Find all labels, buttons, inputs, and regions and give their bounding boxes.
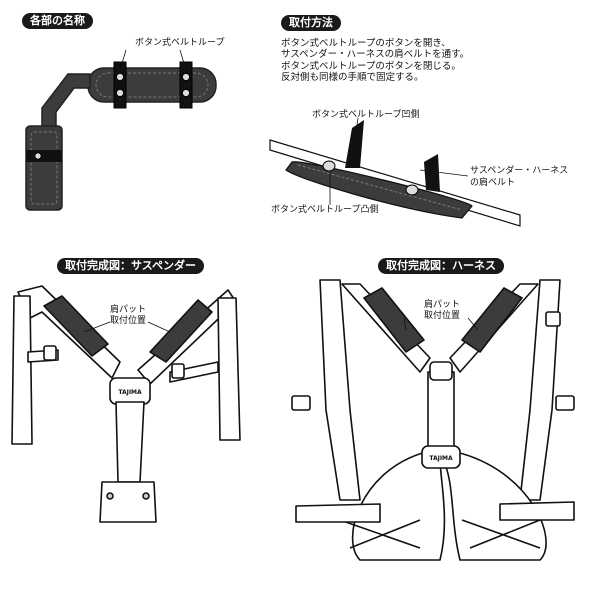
instruction-line: 反対側も同様の手順で固定する。 — [281, 72, 424, 84]
section-title-install-method: 取付方法 — [281, 15, 341, 31]
suspender-pad-position-line1: 肩パット — [110, 305, 147, 315]
section-title-complete-suspender: 取付完成図：サスペンダー — [57, 258, 205, 274]
suspender-pad-position-line2: 取付位置 — [110, 316, 147, 326]
instruction-line: ボタン式ベルトループのボタンを開き、 — [281, 38, 451, 49]
harness-pad-position-line2: 取付位置 — [424, 311, 461, 321]
instruction-line: サスペンダー・ハーネスの肩ベルトを通す。 — [281, 49, 470, 61]
shoulder-belt-label-line1: サスペンダー・ハーネス — [470, 166, 569, 176]
suspender-illustration: TAJIMA — [11, 285, 241, 523]
section-title-complete-harness: 取付完成図：ハーネス — [378, 258, 504, 274]
suspender-logo: TAJIMA — [118, 389, 142, 396]
install-instructions: ボタン式ベルトループのボタンを開き、 サスペンダー・ハーネスの肩ベルトを通す。 … — [281, 38, 469, 84]
shoulder-pad-parts-illustration — [25, 49, 217, 211]
instruction-line: ボタン式ベルトループのボタンを閉じる。 — [281, 60, 461, 72]
loop-convex-label: ボタン式ベルトループ凸側 — [271, 205, 379, 215]
section-title-parts: 各部の名称 — [22, 13, 93, 29]
shoulder-belt-label-line2: の肩ベルト — [470, 178, 516, 188]
harness-illustration: TAJIMA — [291, 279, 575, 561]
button-belt-loop-label: ボタン式ベルトループ — [135, 38, 225, 48]
loop-concave-label: ボタン式ベルトループ凹側 — [312, 110, 420, 120]
harness-logo: TAJIMA — [429, 455, 453, 462]
install-method-illustration — [269, 117, 521, 227]
harness-pad-position-line1: 肩パット — [424, 300, 461, 310]
